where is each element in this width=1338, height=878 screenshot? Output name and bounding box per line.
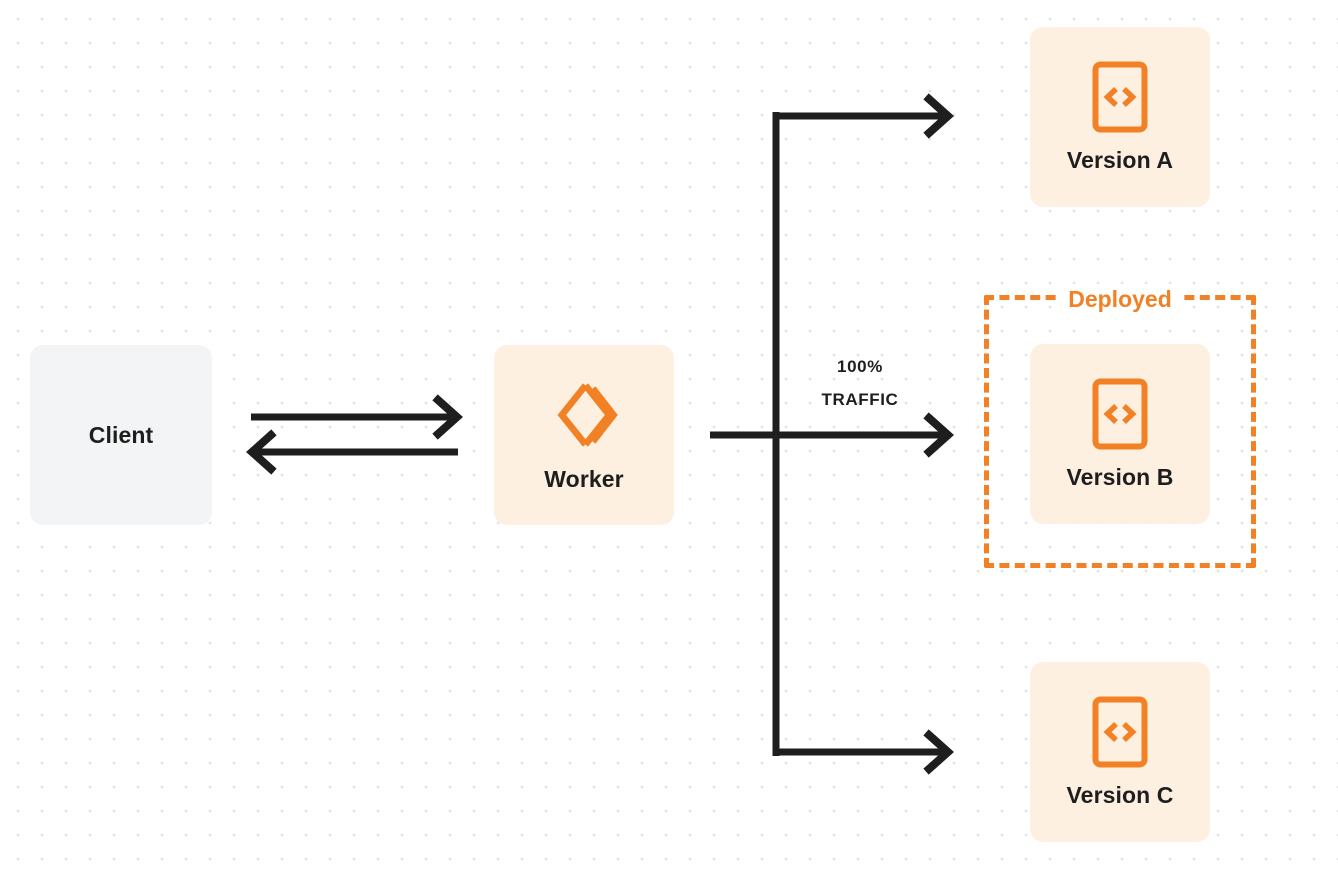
arrow-branch-to-version-b <box>776 412 954 458</box>
node-version-a-label: Version A <box>1066 146 1174 173</box>
node-worker[interactable]: Worker <box>494 345 674 525</box>
traffic-percent: 100% <box>837 357 883 376</box>
node-version-c[interactable]: Version C <box>1030 662 1210 842</box>
arrow-branch-to-version-c <box>773 729 954 775</box>
arrow-worker-to-client <box>246 429 458 475</box>
code-brackets-icon <box>1092 378 1148 450</box>
node-version-b[interactable]: Version B <box>1030 344 1210 524</box>
node-client[interactable]: Client <box>30 345 212 525</box>
deployed-group-label: Deployed <box>1057 284 1183 314</box>
code-brackets-icon <box>1092 61 1148 133</box>
node-version-c-label: Version C <box>1066 781 1174 808</box>
arrow-client-to-worker <box>251 394 463 440</box>
arrow-branch-to-version-a <box>773 93 954 139</box>
node-client-label: Client <box>88 421 154 448</box>
traffic-label: 100% TRAFFIC <box>790 350 930 416</box>
deployed-group-boundary: Deployed <box>984 284 1256 568</box>
code-brackets-icon <box>1092 696 1148 768</box>
node-version-b-label: Version B <box>1066 463 1174 490</box>
traffic-caption: TRAFFIC <box>821 390 899 409</box>
node-version-a[interactable]: Version A <box>1030 27 1210 207</box>
node-worker-label: Worker <box>544 465 624 492</box>
cloudflare-workers-icon <box>547 378 621 452</box>
